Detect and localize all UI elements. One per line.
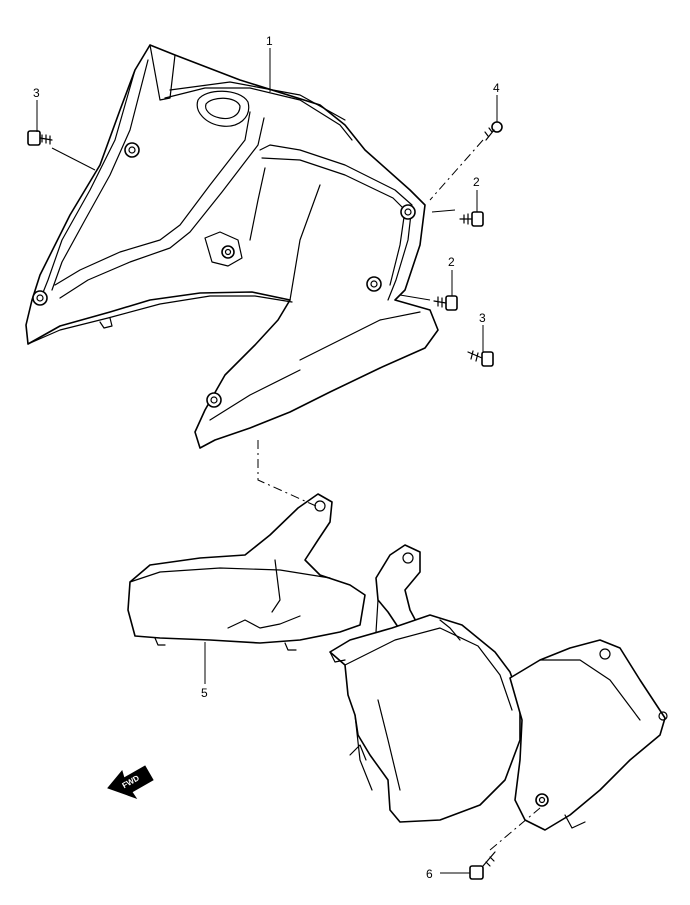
fwd-arrow-icon: FWD: [107, 765, 154, 799]
screw-2-upper: [459, 211, 484, 227]
screw-6: [469, 851, 496, 880]
callout-3-right: 3: [479, 311, 486, 325]
grommet-5: [366, 276, 382, 292]
screw-4: [484, 121, 503, 141]
grommet-4: [400, 204, 416, 220]
alignment-lines: [257, 139, 541, 851]
screw-3-right: [467, 350, 494, 367]
callout-4: 4: [493, 81, 500, 95]
part-1-upper-cover: [25, 44, 439, 449]
grommet-1: [124, 142, 140, 158]
callout-3-left: 3: [33, 86, 40, 100]
screw-2-lower: [433, 295, 458, 311]
callout-6: 6: [426, 867, 433, 881]
grommet-2: [32, 290, 48, 306]
callout-2-upper: 2: [473, 175, 480, 189]
callout-numbers: 1 3 4 2 2 3 5 6: [33, 34, 500, 881]
callout-2-lower: 2: [448, 255, 455, 269]
leader-lines: [36, 48, 498, 874]
callout-5: 5: [201, 686, 208, 700]
part-5-lower-cover: [127, 493, 668, 831]
screw-3-upper-left: [27, 130, 53, 146]
grommet-3: [221, 245, 235, 259]
grommet-6: [206, 392, 222, 408]
callout-1: 1: [266, 34, 273, 48]
